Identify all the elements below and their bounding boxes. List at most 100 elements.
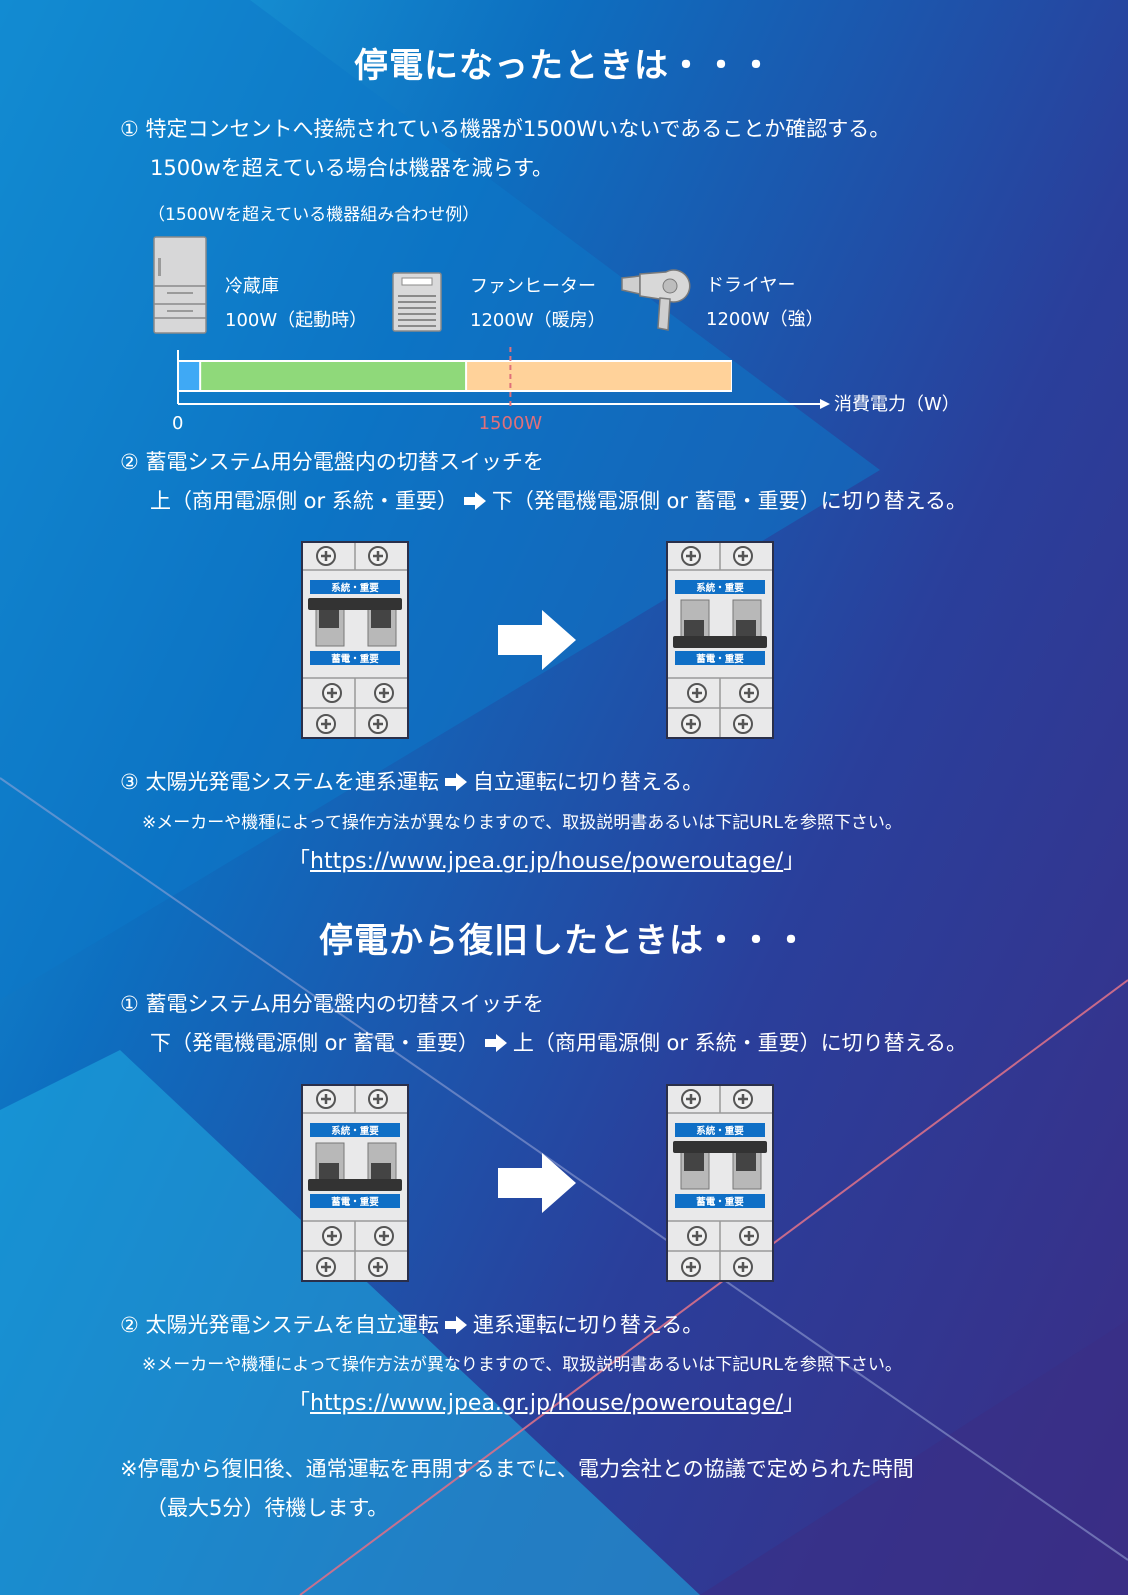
s2-step2-note: ※メーカーや機種によって操作方法が異なりますので、取扱説明書あるいは下記URLを… [142,1355,902,1375]
switch-top-label: 系統・重要 [696,1125,744,1137]
s2-step1-line2: 下（発電機電源側 or 蓄電・重要） 上（商用電源側 or 系統・重要）に切り替え… [150,1027,967,1057]
screw-icon [374,1226,394,1246]
big-right-arrow-icon [498,1153,576,1213]
screw-icon [681,1257,701,1277]
s2-step1-line1: ① 蓄電システム用分電盤内の切替スイッチを [120,992,544,1016]
screw-icon [739,683,759,703]
right-arrow-icon [444,773,467,791]
s2-step2-to: 連系運転に切り替える。 [472,1313,704,1337]
switch-lever-bar [308,598,402,610]
hair-dryer-icon [621,269,691,331]
s1-step1-line1: ① 特定コンセントへ接続されている機器が1500Wいないであることか確認する。 [120,117,891,141]
switch-lever-right [736,620,756,638]
label-plate-bottom [310,1194,400,1208]
switch-lever-bar [673,1141,767,1153]
screw-icon [322,683,342,703]
refrigerator-icon [153,236,207,334]
s2-url-line: 「https://www.jpea.gr.jp/house/poweroutag… [288,1385,805,1417]
screw-icon [681,714,701,734]
screw-icon [316,714,336,734]
bar-segment-1 [201,362,466,390]
s1-step1-line2: 1500wを超えている場合は機器を減らす。 [150,156,554,180]
fan-heater-icon [392,272,442,332]
appliance-power-refrigerator: 100W（起動時） [225,310,368,331]
final-note-line1: ※停電から復旧後、通常運転を再開するまでに、電力会社との協議で定められた時間 [120,1457,914,1481]
switch-lever-left [684,1153,704,1171]
screw-icon [316,1089,336,1109]
switch-lever-left [684,620,704,638]
switch-lever-right [371,610,391,628]
s1-url-line: 「https://www.jpea.gr.jp/house/poweroutag… [288,843,805,875]
url-bracket-close: 」 [783,849,806,874]
switch-lever-right [736,1153,756,1171]
screw-icon [733,714,753,734]
power-consumption-bar: 0 1500W 消費電力（W） [172,347,960,434]
right-arrow-icon [444,1316,467,1334]
bar-axis-label: 消費電力（W） [834,394,960,415]
threshold-label: 1500W [479,413,543,434]
s1-url-link[interactable]: https://www.jpea.gr.jp/house/poweroutage… [310,849,784,874]
section2-title: 停電から復旧したときは・・・ [319,921,809,961]
switch-top-label: 系統・重要 [696,582,744,594]
right-arrow-icon [463,492,486,510]
switch-before-s1: 系統・重要蓄電・重要 [300,540,410,744]
s2-step1-to: 上（商用電源側 or 系統・重要）に切り替える。 [512,1031,968,1055]
screw-icon [687,1226,707,1246]
screw-icon [368,546,388,566]
bar-segment-0 [179,362,200,390]
switch-bottom-label: 蓄電・重要 [696,1196,744,1208]
appliance-power-fan-heater: 1200W（暖房） [470,310,606,331]
s1-step3-from: ③ 太陽光発電システムを連系運転 [120,770,439,794]
screw-icon [322,1226,342,1246]
screw-icon [368,1089,388,1109]
switch-bottom-label: 蓄電・重要 [331,1196,379,1208]
switch-after-s2: 系統・重要蓄電・重要 [665,1083,775,1287]
switch-after-s1: 系統・重要蓄電・重要 [665,540,775,744]
s1-step2-line2: 上（商用電源側 or 系統・重要）下（発電機電源側 or 蓄電・重要）に切り替え… [150,485,967,515]
label-plate-bottom [675,1194,765,1208]
screw-icon [739,1226,759,1246]
url-bracket-close: 」 [783,1391,806,1416]
switch-lever-right [371,1163,391,1181]
label-plate-top [310,580,400,594]
label-plate-top [675,580,765,594]
example-caption: （1500Wを超えている機器組み合わせ例） [148,205,480,225]
appliance-name-refrigerator: 冷蔵庫 [225,276,279,297]
label-plate-top [675,1123,765,1137]
switch-lever-bar [308,1179,402,1191]
screw-icon [733,546,753,566]
s2-step1-from: 下（発電機電源側 or 蓄電・重要） [150,1031,479,1055]
appliance-name-hair-dryer: ドライヤー [706,275,796,296]
appliance-name-fan-heater: ファンヒーター [470,276,596,297]
switch-top-label: 系統・重要 [331,1125,379,1137]
switch-lever-bar [673,636,767,648]
screw-icon [316,1257,336,1277]
screw-icon [733,1089,753,1109]
url-bracket-open: 「 [288,849,311,874]
label-plate-bottom [675,651,765,665]
final-note-line2: （最大5分）待機します。 [146,1496,389,1520]
s1-step2-from: 上（商用電源側 or 系統・重要） [150,489,458,513]
bar-zero-label: 0 [172,413,183,434]
section1-title: 停電になったときは・・・ [354,46,774,86]
screw-icon [368,1257,388,1277]
screw-icon [374,683,394,703]
screw-icon [681,546,701,566]
screw-icon [733,1257,753,1277]
switch-bottom-label: 蓄電・重要 [331,653,379,665]
s2-step2-line1: ② 太陽光発電システムを自立運転連系運転に切り替える。 [120,1309,703,1339]
right-arrow-icon [484,1034,507,1052]
bar-axis-arrowhead [820,399,830,409]
label-plate-bottom [310,651,400,665]
screw-icon [368,714,388,734]
url-bracket-open: 「 [288,1391,311,1416]
switch-before-s2: 系統・重要蓄電・重要 [300,1083,410,1287]
s1-step3-to: 自立運転に切り替える。 [472,770,704,794]
s2-url-link[interactable]: https://www.jpea.gr.jp/house/poweroutage… [310,1391,784,1416]
screw-icon [681,1089,701,1109]
